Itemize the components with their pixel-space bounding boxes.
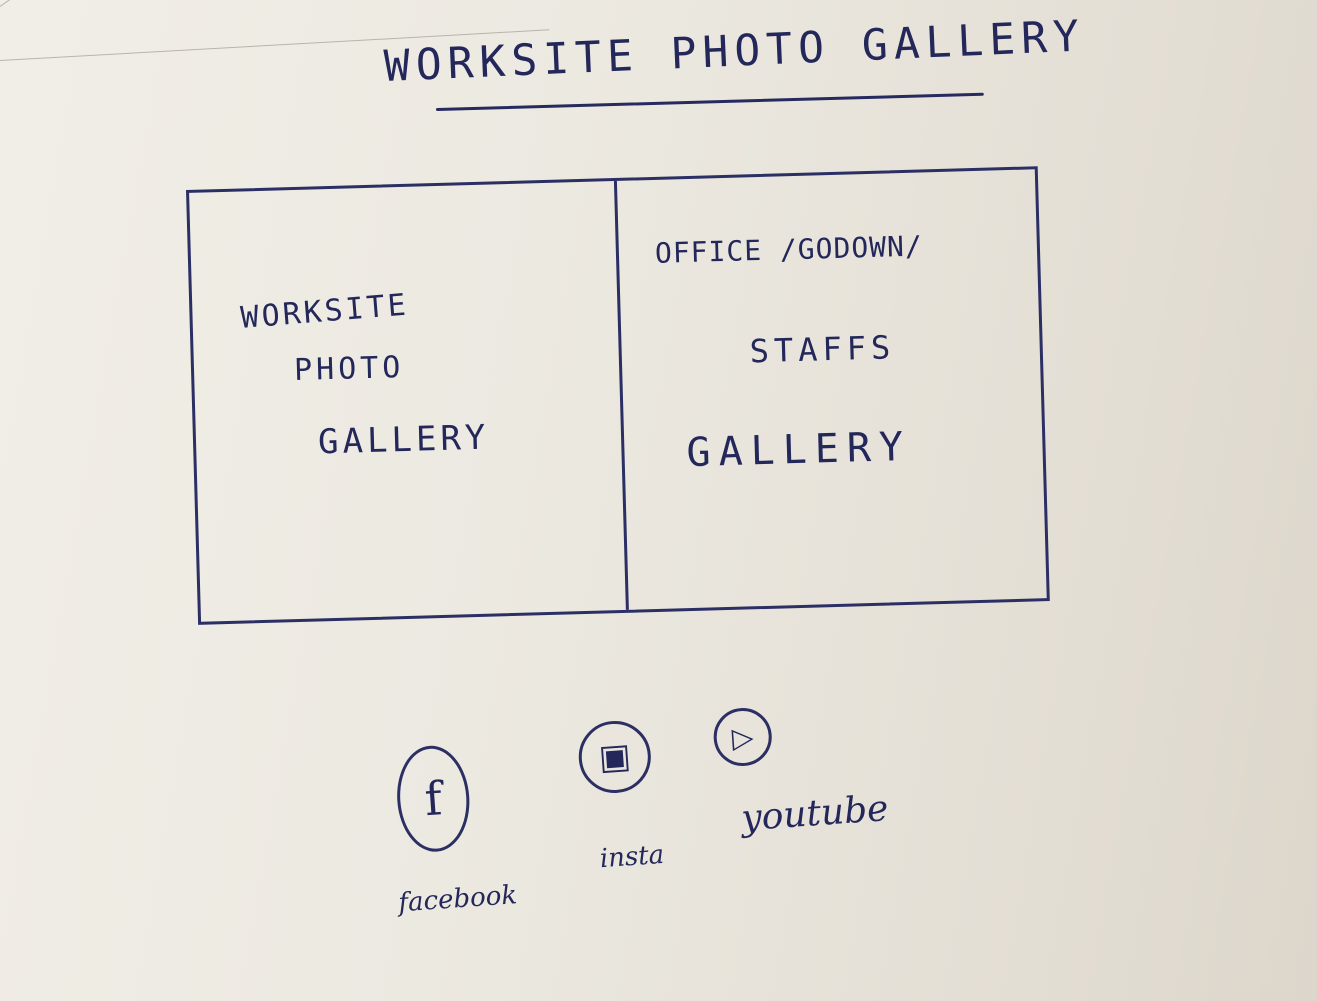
worksite-card-line-3: GALLERY	[317, 417, 490, 463]
page-guide-line	[0, 0, 75, 7]
page-title: WORKSITE PHOTO GALLERY	[382, 11, 1086, 92]
facebook-label: facebook	[397, 880, 519, 919]
social-links: f facebook ▣ insta ▷ youtube	[372, 691, 947, 969]
office-card-line-1: OFFICE /GODOWN/	[654, 229, 924, 270]
worksite-card-line-1: WORKSITE	[239, 287, 411, 336]
office-card-line-3: GALLERY	[685, 423, 912, 477]
youtube-label: youtube	[739, 788, 890, 840]
facebook-icon: f	[393, 743, 473, 855]
worksite-gallery-card[interactable]: WORKSITE PHOTO GALLERY	[189, 180, 629, 622]
instagram-icon: ▣	[576, 718, 654, 796]
facebook-glyph: f	[422, 771, 444, 827]
youtube-icon: ▷	[711, 706, 774, 768]
youtube-glyph: ▷	[730, 719, 755, 755]
title-underline	[435, 92, 984, 111]
worksite-card-line-2: PHOTO	[293, 349, 405, 389]
office-card-line-2: STAFFS	[749, 328, 896, 371]
instagram-glyph: ▣	[597, 735, 633, 779]
gallery-grid: WORKSITE PHOTO GALLERY OFFICE /GODOWN/ S…	[186, 166, 1050, 625]
instagram-label: insta	[598, 839, 666, 875]
office-staffs-gallery-card[interactable]: OFFICE /GODOWN/ STAFFS GALLERY	[617, 169, 1047, 610]
